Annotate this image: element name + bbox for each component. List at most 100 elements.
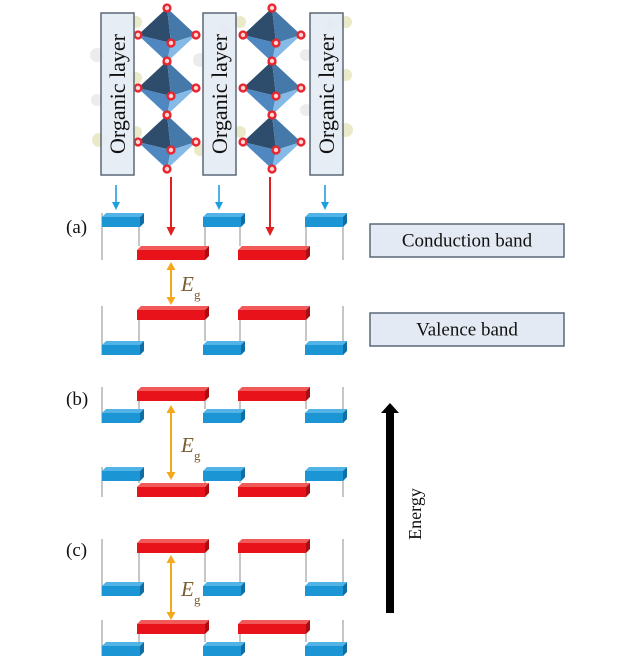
organic-layer-box-1: Organic layer <box>100 12 135 176</box>
bar-front <box>203 646 241 656</box>
band-gap-label-a: E g <box>180 272 201 302</box>
bar-front <box>305 413 343 423</box>
conduction-band-profile <box>101 387 347 423</box>
arrow-head-icon <box>215 202 223 210</box>
organic-band-bar <box>305 213 347 227</box>
octahedron-face <box>243 61 276 96</box>
bar-side <box>306 539 310 553</box>
bar-side <box>343 409 347 423</box>
bar-side <box>241 642 245 656</box>
bar-front <box>305 586 343 596</box>
bar-top <box>305 213 347 217</box>
organic-band-bar <box>102 213 144 227</box>
arrow-head-icon <box>166 297 176 305</box>
inorganic-band-bar <box>137 539 209 553</box>
bar-top <box>203 642 245 646</box>
bar-side <box>140 467 144 481</box>
bar-side <box>140 582 144 596</box>
organic-band-bar <box>305 582 347 596</box>
halide-atom-highlight <box>193 139 199 145</box>
organic-layer-label: Organic layer <box>105 33 130 154</box>
bar-side <box>343 642 347 656</box>
organic-band-bar <box>203 642 245 656</box>
bar-front <box>102 586 140 596</box>
bar-top <box>238 620 310 624</box>
bar-side <box>205 620 209 634</box>
panel-b <box>101 387 347 497</box>
bar-front <box>102 471 140 481</box>
bar-top <box>102 642 144 646</box>
bar-side <box>140 341 144 355</box>
octahedron <box>238 56 306 120</box>
bar-top <box>137 246 209 250</box>
bar-front <box>238 487 306 497</box>
halide-atom-highlight <box>273 93 279 99</box>
octahedron <box>238 3 306 67</box>
bar-side <box>343 467 347 481</box>
bar-top <box>238 387 310 391</box>
pointer-arrows <box>112 177 329 236</box>
octahedron-face <box>138 142 171 169</box>
bar-front <box>305 471 343 481</box>
halide-atom-highlight <box>164 5 170 11</box>
arrow-head-icon <box>112 202 120 210</box>
conduction-band-label: Conduction band <box>402 231 533 252</box>
halide-atom-highlight <box>269 58 275 64</box>
bar-top <box>203 213 245 217</box>
bar-top <box>203 409 245 413</box>
valence-band-label: Valence band <box>416 320 518 341</box>
valence-band-profile <box>101 306 347 355</box>
bar-top <box>238 246 310 250</box>
halide-atom-highlight <box>135 85 141 91</box>
valence-band-legend: Valence band <box>369 312 565 347</box>
bar-front <box>137 543 205 553</box>
energy-arrow-head-icon <box>381 403 399 413</box>
bar-side <box>306 620 310 634</box>
inorganic-band-bar <box>238 620 310 634</box>
arrow-head-icon <box>166 262 176 270</box>
bar-front <box>203 586 241 596</box>
bar-top <box>102 341 144 345</box>
octahedron-face <box>138 8 171 43</box>
bar-front <box>238 624 306 634</box>
bar-front <box>238 310 306 320</box>
bar-front <box>137 391 205 401</box>
bar-top <box>102 582 144 586</box>
octahedron-face <box>272 35 301 62</box>
arrow-head-icon <box>166 227 176 236</box>
bar-front <box>137 250 205 260</box>
panel-label-a: (a) <box>66 217 87 238</box>
halide-atom-highlight <box>273 147 279 153</box>
bar-side <box>241 341 245 355</box>
panel-c <box>101 539 347 656</box>
organic-layer-box-2: Organic layer <box>202 12 237 176</box>
halide-atom-highlight <box>168 93 174 99</box>
bar-side <box>343 341 347 355</box>
organic-band-bar <box>203 582 245 596</box>
bar-front <box>238 250 306 260</box>
organic-band-bar <box>203 467 245 481</box>
inorganic-band-bar <box>137 387 209 401</box>
organic-band-bar <box>305 642 347 656</box>
organic-band-bar <box>102 467 144 481</box>
bar-side <box>306 387 310 401</box>
arrow-head-icon <box>321 202 329 210</box>
molecule-atom <box>300 49 312 61</box>
organic-band-bar <box>305 409 347 423</box>
molecule-atom <box>234 16 246 28</box>
octahedron-face <box>167 115 196 150</box>
bar-front <box>137 487 205 497</box>
band-diagrams <box>101 213 347 656</box>
inorganic-band-bar <box>137 246 209 260</box>
octahedron-face <box>243 115 276 150</box>
octahedron-face <box>167 8 196 43</box>
octahedron-face <box>167 35 196 62</box>
bar-front <box>305 646 343 656</box>
panel-label-c: (c) <box>66 540 87 561</box>
octahedron-face <box>138 35 171 62</box>
halide-atom-highlight <box>240 139 246 145</box>
bar-side <box>343 213 347 227</box>
bar-front <box>305 345 343 355</box>
arrow-head-icon <box>166 555 176 563</box>
bar-front <box>102 217 140 227</box>
